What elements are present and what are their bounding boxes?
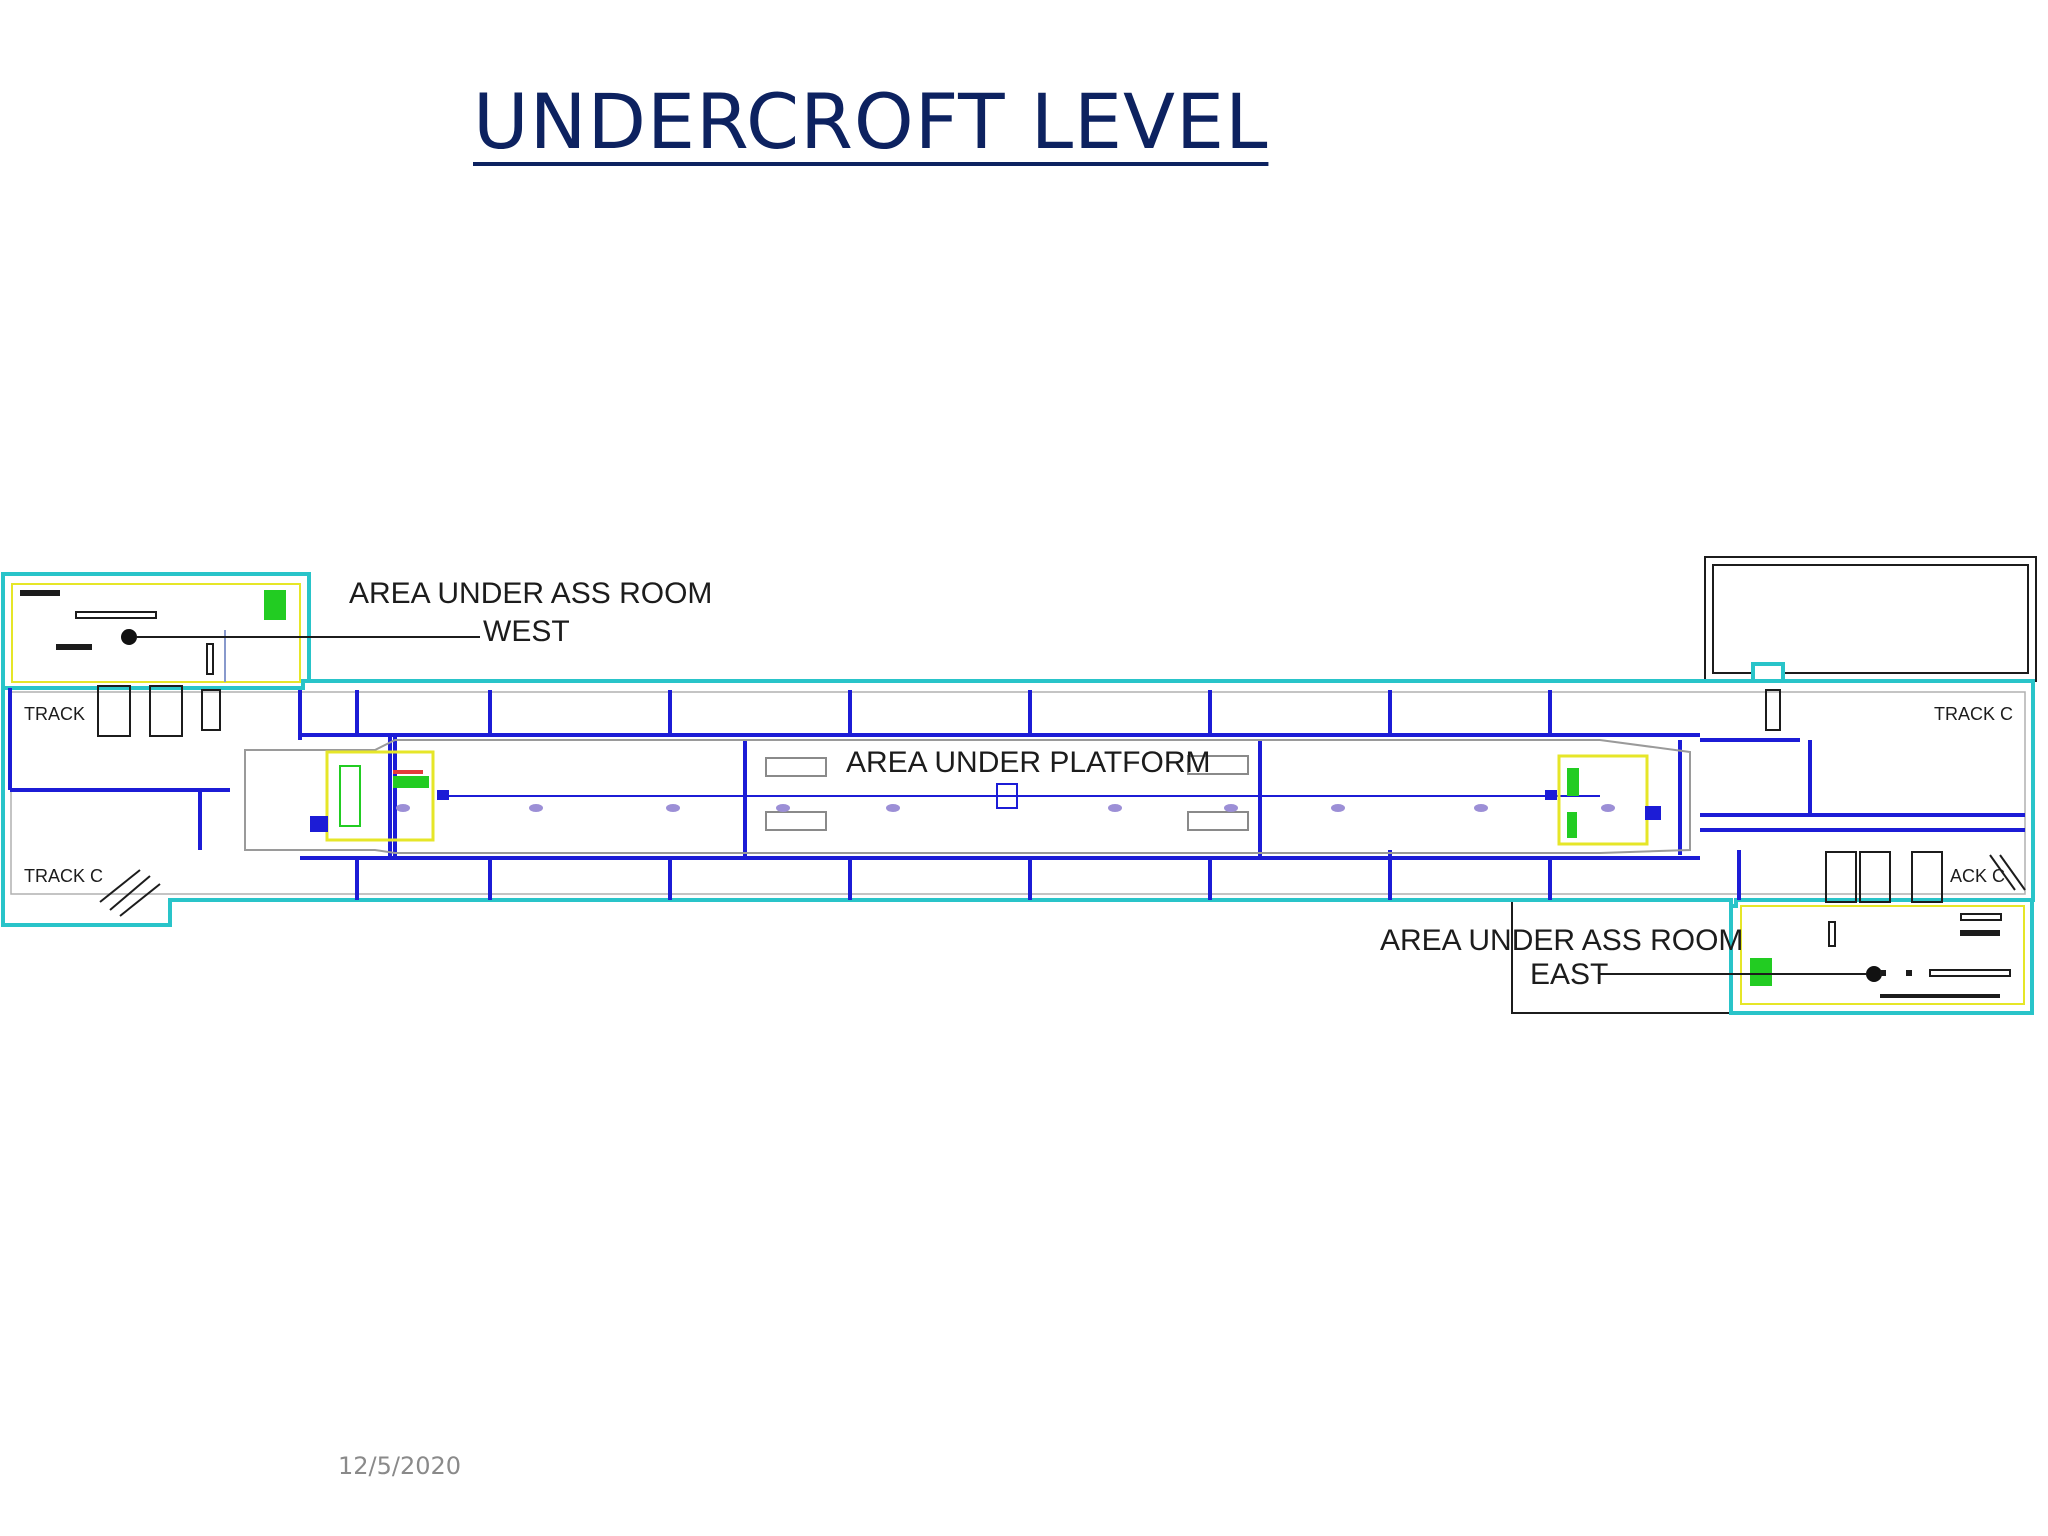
- partitions: [355, 690, 1741, 900]
- label-area-under-platform: AREA UNDER PLATFORM: [846, 746, 1211, 779]
- columns: [396, 804, 1615, 812]
- label-west: WEST: [483, 615, 570, 648]
- track-east-equipment: [1765, 689, 2026, 903]
- plan-caption: UNDERCROFT LEVEL: [766, 1022, 1243, 1030]
- label-track-se: ACK C: [1950, 866, 2005, 886]
- slide-title: UNDERCROFT LEVEL: [473, 77, 1269, 166]
- ass-room-west: [1, 572, 480, 690]
- label-track-sw: TRACK C: [24, 866, 103, 886]
- label-ass-room-west: AREA UNDER ASS ROOM: [349, 577, 712, 610]
- slide-date: 12/5/2020: [338, 1452, 462, 1480]
- track-west-equipment: [97, 685, 221, 917]
- platform-equipment: [765, 755, 1249, 831]
- ass-room-east: [1511, 895, 2034, 1015]
- undercroft-floor-plan: AREA UNDER ASS ROOM WEST AREA UNDER PLAT…: [1, 556, 2037, 1030]
- label-track-ne: TRACK C: [1934, 704, 2013, 724]
- label-ass-room-east: AREA UNDER ASS ROOM: [1380, 924, 1743, 957]
- platform-outline: [244, 739, 1691, 854]
- stair-east: [1545, 754, 1661, 846]
- stair-west: [310, 750, 449, 842]
- walls: [8, 688, 2025, 860]
- label-track-nw: TRACK: [24, 704, 85, 724]
- label-east: EAST: [1530, 958, 1608, 991]
